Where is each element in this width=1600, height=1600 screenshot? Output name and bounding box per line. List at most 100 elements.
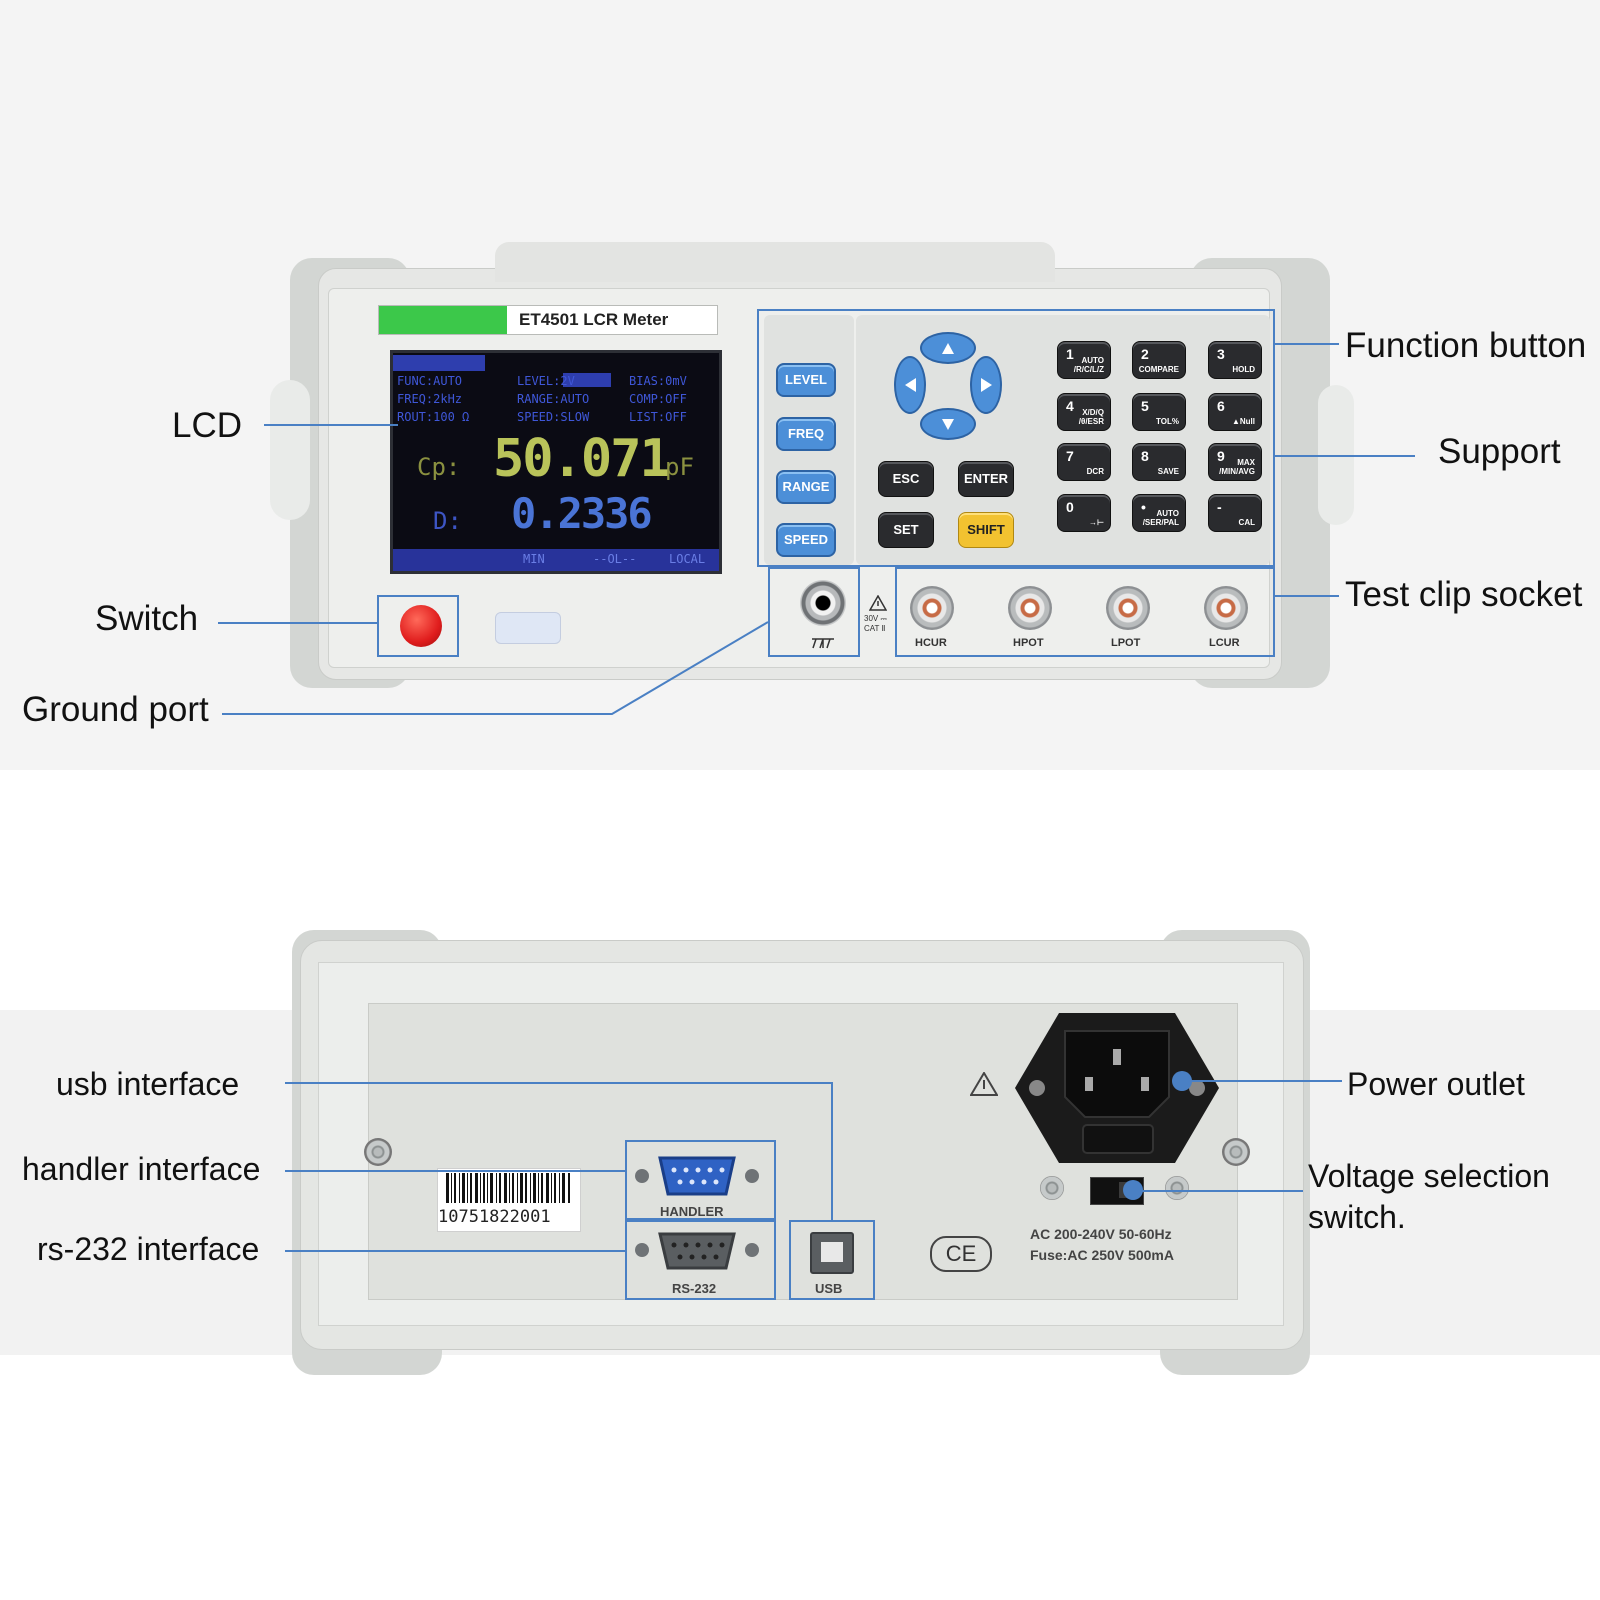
handler-port[interactable] bbox=[632, 1150, 762, 1200]
key-number: 8 bbox=[1141, 448, 1149, 464]
key-function-label: AUTO /R/C/L/Z bbox=[1073, 356, 1104, 374]
callout-ground-port: Ground port bbox=[22, 690, 209, 729]
bnc-hpot[interactable] bbox=[1008, 586, 1052, 630]
enter-button[interactable]: ENTER bbox=[958, 461, 1014, 497]
lcd-header-tab bbox=[393, 355, 485, 371]
power-inlet[interactable] bbox=[1015, 1013, 1219, 1163]
key-function-label: COMPARE bbox=[1138, 365, 1179, 374]
switch-highlight bbox=[377, 595, 459, 657]
usb-highlight bbox=[789, 1220, 875, 1300]
leader-lcd bbox=[264, 424, 398, 426]
leader-function-button bbox=[1275, 343, 1339, 345]
key-number: 1 bbox=[1066, 346, 1074, 362]
lcd-list: LIST:OFF bbox=[629, 410, 687, 424]
usb-port-insert bbox=[821, 1242, 843, 1262]
range-button[interactable]: RANGE bbox=[776, 470, 836, 504]
key-number: • bbox=[1141, 499, 1146, 515]
rear-screw bbox=[1040, 1176, 1064, 1200]
bnc-hcur[interactable] bbox=[910, 586, 954, 630]
bnc-lpot-label: LPOT bbox=[1111, 637, 1141, 649]
arrow-down-icon bbox=[942, 419, 954, 430]
key-number: 9 bbox=[1217, 448, 1225, 464]
rs232-port[interactable] bbox=[632, 1228, 762, 1274]
shift-button[interactable]: SHIFT bbox=[958, 512, 1014, 548]
lcd-value2: 0.2336 bbox=[511, 489, 653, 538]
lcd-comp: COMP:OFF bbox=[629, 392, 687, 406]
key-dot[interactable]: •AUTO /SER/PAL bbox=[1132, 494, 1186, 532]
arrow-right-button[interactable] bbox=[970, 356, 1002, 414]
rs232-label: RS-232 bbox=[672, 1281, 717, 1296]
lcd-status-bar: MIN --OL-- LOCAL bbox=[393, 549, 719, 571]
model-title-strip: ET4501 LCR Meter bbox=[378, 305, 718, 335]
left-handle bbox=[270, 380, 310, 520]
barcode-number: 10751822001 bbox=[438, 1207, 551, 1227]
rs232-highlight bbox=[625, 1220, 776, 1300]
callout-rs232-interface: rs-232 interface bbox=[37, 1231, 260, 1267]
handler-highlight bbox=[625, 1140, 776, 1220]
callout-switch: Switch bbox=[95, 599, 199, 638]
arrow-left-button[interactable] bbox=[894, 356, 926, 414]
voltage-switch-marker bbox=[1123, 1180, 1143, 1200]
arrow-up-button[interactable] bbox=[920, 332, 976, 364]
lcd-level-highlight bbox=[563, 373, 611, 387]
speed-button[interactable]: SPEED bbox=[776, 523, 836, 557]
callout-power-outlet: Power outlet bbox=[1347, 1066, 1525, 1102]
key-number: 2 bbox=[1141, 346, 1149, 362]
lcd-value1: 50.071 bbox=[493, 429, 671, 489]
freq-button[interactable]: FREQ bbox=[776, 417, 836, 451]
lcd-func: FUNC:AUTO bbox=[397, 374, 463, 388]
usb-port[interactable] bbox=[810, 1232, 854, 1274]
set-button[interactable]: SET bbox=[878, 512, 934, 548]
rear-screw bbox=[1222, 1138, 1250, 1166]
leader-usb-interface-drop bbox=[831, 1082, 833, 1221]
power-switch[interactable] bbox=[400, 605, 442, 647]
bnc-lcur[interactable] bbox=[1204, 586, 1248, 630]
key-function-label: TOL% bbox=[1156, 417, 1179, 426]
callout-function-button: Function button bbox=[1345, 326, 1587, 365]
bnc-lpot[interactable] bbox=[1106, 586, 1150, 630]
fuse-spec: Fuse:AC 250V 500mA bbox=[1030, 1247, 1174, 1263]
leader-voltage-selection bbox=[1135, 1190, 1303, 1192]
key-minus[interactable]: -CAL bbox=[1208, 494, 1262, 532]
lcd-speed: SPEED:SLOW bbox=[517, 410, 590, 424]
callout-test-clip-socket: Test clip socket bbox=[1345, 575, 1583, 614]
rear-screw bbox=[1165, 1176, 1189, 1200]
arrow-right-icon bbox=[981, 378, 992, 392]
rear-screw bbox=[364, 1138, 392, 1166]
key-number: 3 bbox=[1217, 346, 1225, 362]
lcd-bias: BIAS:0mV bbox=[629, 374, 687, 388]
esc-button[interactable]: ESC bbox=[878, 461, 934, 497]
title-accent-bar bbox=[379, 306, 507, 334]
key-function-label: X/D/Q /θ/ESR bbox=[1078, 408, 1104, 426]
key-number: 4 bbox=[1066, 398, 1074, 414]
power-outlet-marker bbox=[1172, 1071, 1192, 1091]
top-lid bbox=[495, 242, 1055, 282]
function-button-highlight bbox=[757, 309, 1275, 567]
ce-mark: CE bbox=[930, 1236, 992, 1272]
leader-usb-interface bbox=[285, 1082, 832, 1084]
key-function-label: HOLD bbox=[1232, 365, 1255, 374]
key-function-label: AUTO /SER/PAL bbox=[1142, 509, 1179, 527]
lcd-rout: ROUT:100 Ω bbox=[397, 410, 470, 424]
rear-warning-icon bbox=[970, 1072, 998, 1096]
key-6[interactable]: 6▲Null bbox=[1208, 393, 1262, 431]
key-number: 6 bbox=[1217, 398, 1225, 414]
test-clip-socket-highlight bbox=[895, 567, 1275, 657]
voltage-rating: 30V ⎓ CAT Ⅱ bbox=[864, 614, 887, 633]
leader-rs232-interface bbox=[285, 1250, 626, 1252]
ground-terminal[interactable] bbox=[800, 580, 846, 626]
lcd-freq: FREQ:2kHz bbox=[397, 392, 463, 406]
arrow-down-button[interactable] bbox=[920, 408, 976, 440]
level-button[interactable]: LEVEL bbox=[776, 363, 836, 397]
bnc-hpot-label: HPOT bbox=[1013, 637, 1044, 649]
key-0[interactable]: 0→⊢ bbox=[1057, 494, 1111, 532]
callout-handler-interface: handler interface bbox=[22, 1151, 261, 1187]
